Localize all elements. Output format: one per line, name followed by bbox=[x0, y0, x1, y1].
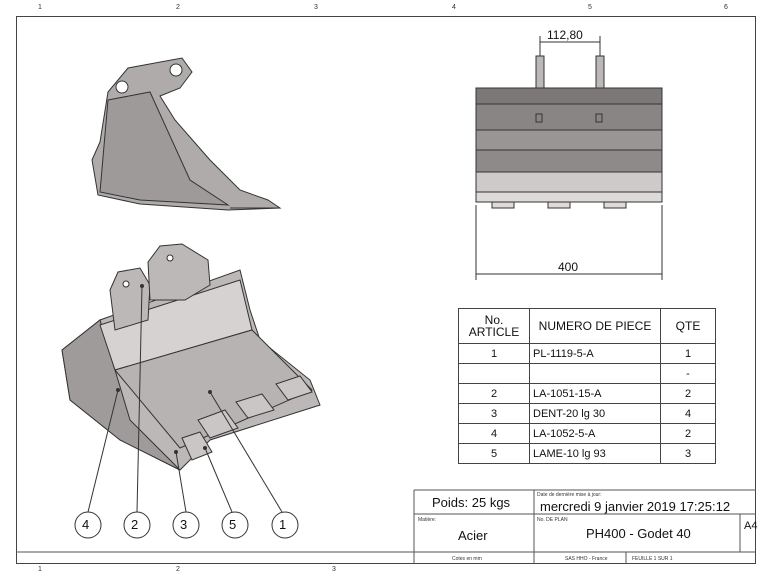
bom-cell-part bbox=[529, 363, 661, 384]
column-number: 2 bbox=[176, 566, 180, 573]
bom-cell-qty: 3 bbox=[660, 443, 716, 464]
company-name: SAS HHO - France bbox=[565, 556, 608, 562]
column-number: 2 bbox=[176, 4, 180, 11]
balloon-number: 5 bbox=[229, 517, 237, 532]
table-row: 3 DENT-20 lg 30 4 bbox=[458, 403, 716, 424]
material-label: Matière: bbox=[418, 517, 437, 523]
bom-cell-no: 4 bbox=[458, 423, 530, 444]
column-number: 1 bbox=[38, 566, 42, 573]
bom-cell-no bbox=[458, 363, 530, 384]
bom-cell-no: 3 bbox=[458, 403, 530, 424]
drawing-frame bbox=[16, 16, 756, 564]
table-row: - bbox=[458, 363, 716, 384]
balloon-number: 1 bbox=[279, 517, 287, 532]
column-number: 6 bbox=[724, 4, 728, 11]
bom-cell-qty: 2 bbox=[660, 423, 716, 444]
material-value: Acier bbox=[458, 528, 488, 543]
bom-header-part: NUMERO DE PIECE bbox=[529, 308, 661, 344]
table-row: 1 PL-1119-5-A 1 bbox=[458, 343, 716, 364]
bom-cell-qty: 4 bbox=[660, 403, 716, 424]
bom-cell-no: 1 bbox=[458, 343, 530, 364]
plan-value: PH400 - Godet 40 bbox=[586, 526, 691, 541]
bom-cell-part: LA-1052-5-A bbox=[529, 423, 661, 444]
bom-cell-part: DENT-20 lg 30 bbox=[529, 403, 661, 424]
column-number: 3 bbox=[332, 566, 336, 573]
title-block-lines bbox=[16, 489, 756, 564]
sheet-number: FEUILLE 1 SUR 1 bbox=[632, 556, 673, 562]
date-value: mercredi 9 janvier 2019 17:25:12 bbox=[540, 499, 731, 514]
balloon-number: 4 bbox=[82, 517, 90, 532]
balloon-number: 2 bbox=[131, 517, 139, 532]
weight-value: Poids: 25 kgs bbox=[432, 495, 511, 510]
bom-table: No. ARTICLE NUMERO DE PIECE QTE 1 PL-111… bbox=[458, 308, 716, 464]
bom-cell-qty: 2 bbox=[660, 383, 716, 404]
balloon-number: 3 bbox=[180, 517, 188, 532]
bom-cell-no: 5 bbox=[458, 443, 530, 464]
bom-cell-no: 2 bbox=[458, 383, 530, 404]
bom-cell-part: LAME-10 lg 93 bbox=[529, 443, 661, 464]
column-number: 1 bbox=[38, 4, 42, 11]
sheet-format: A4 bbox=[744, 520, 758, 532]
plan-label: No. DE PLAN bbox=[537, 517, 568, 523]
side-view bbox=[91, 57, 282, 211]
column-number: 4 bbox=[452, 4, 456, 11]
date-label: Date de dernière mise à jour: bbox=[537, 492, 602, 498]
bom-header-row: No. ARTICLE NUMERO DE PIECE QTE bbox=[458, 308, 716, 344]
table-row: 2 LA-1051-15-A 2 bbox=[458, 383, 716, 404]
bom-cell-part: PL-1119-5-A bbox=[529, 343, 661, 364]
bom-cell-qty: - bbox=[660, 363, 716, 384]
table-row: 4 LA-1052-5-A 2 bbox=[458, 423, 716, 444]
bom-cell-qty: 1 bbox=[660, 343, 716, 364]
bom-header-no: No. ARTICLE bbox=[458, 308, 530, 344]
isometric-view bbox=[61, 243, 321, 539]
front-view bbox=[475, 36, 663, 280]
table-row: 5 LAME-10 lg 93 3 bbox=[458, 443, 716, 464]
column-number: 5 bbox=[588, 4, 592, 11]
bom-header-qty: QTE bbox=[660, 308, 716, 344]
bom-cell-part: LA-1051-15-A bbox=[529, 383, 661, 404]
dimension-width: 112,80 bbox=[547, 28, 583, 42]
units-note: Cotes en mm bbox=[452, 556, 482, 562]
column-number: 3 bbox=[314, 4, 318, 11]
dimension-overall: 400 bbox=[558, 260, 579, 274]
